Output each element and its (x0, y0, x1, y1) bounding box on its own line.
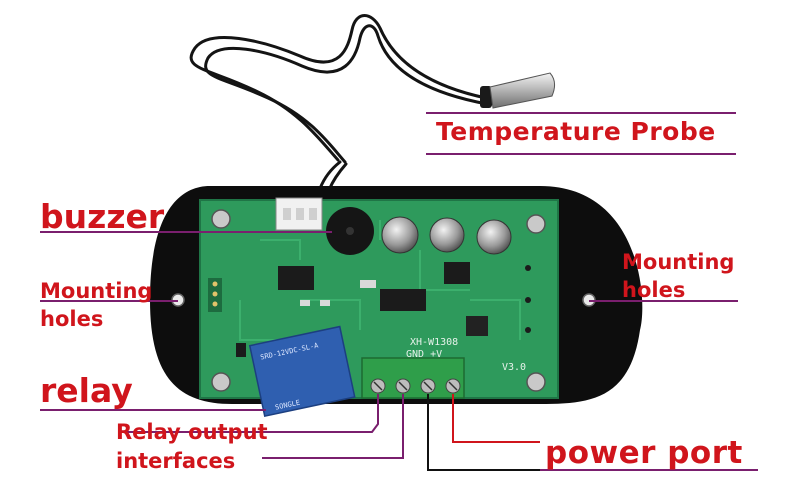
label-mounting-holes-left: Mounting holes (40, 277, 152, 333)
label-relay: relay (40, 371, 133, 410)
pcb-model: XH-W1308 (410, 337, 458, 348)
pcb-version: V3.0 (502, 362, 526, 373)
pointer-line-power-red (452, 394, 540, 443)
label-temperature-probe: Temperature Probe (436, 117, 716, 146)
pointer-lines (40, 112, 758, 471)
label-line: interfaces (116, 449, 236, 473)
label-line: Mounting (40, 279, 153, 303)
label-line: holes (622, 278, 686, 302)
pcb-power-terminal: GND +V (406, 349, 442, 360)
pointer-line-relay-output-a (120, 394, 379, 433)
label-mounting-holes-right: Mounting holes (622, 248, 734, 304)
pointer-line-power-black (427, 394, 540, 471)
label-line: Relay output (116, 420, 268, 444)
label-buzzer: buzzer (40, 197, 165, 236)
label-relay-output-interfaces: Relay output interfaces (116, 418, 268, 476)
pointer-line-relay-output-b (262, 394, 404, 459)
temperature-probe-tip (480, 72, 556, 109)
label-power-port: power port (545, 435, 743, 471)
label-line: Mounting (622, 250, 735, 274)
pcb-board: SRD-12VDC-SL-A SONGLE XH-W1308 GND +V V3… (199, 197, 559, 418)
label-line: holes (40, 307, 104, 331)
